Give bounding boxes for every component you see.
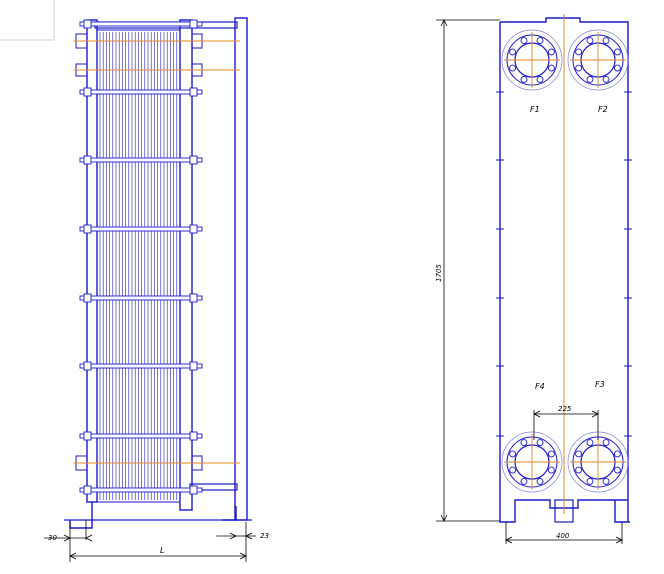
port-label-f1: F1: [530, 105, 540, 114]
lug-mark: [496, 88, 504, 96]
flange-bolt-hole: [575, 450, 583, 458]
lug-mark: [496, 225, 504, 233]
bolt-nut: [83, 431, 92, 441]
flange-bolt-hole: [613, 48, 621, 56]
front-dimensions: [436, 19, 623, 544]
bolt-nut: [83, 19, 92, 29]
side-lugs: [496, 88, 632, 440]
lug-mark: [496, 432, 504, 440]
flange-bolt-hole: [575, 48, 583, 56]
lug-mark: [624, 294, 632, 302]
plate-pack-outline: [96, 29, 181, 503]
bolt-nut: [189, 485, 198, 495]
bolt-nut: [83, 485, 92, 495]
bolt-nut: [83, 224, 92, 234]
lug-mark: [624, 432, 632, 440]
side-view: [64, 17, 252, 529]
dim-port-spacing-label: 225: [558, 405, 572, 413]
flange-bolt-hole: [602, 75, 610, 83]
tie-bolt: [79, 363, 203, 369]
tie-bolt: [79, 21, 203, 27]
side-center-lines: [74, 40, 240, 464]
flange-bolt-hole: [520, 75, 528, 83]
side-dimensions: [44, 520, 256, 562]
flange-outer-circle: [501, 431, 563, 493]
flange-bolt-hole: [520, 439, 528, 447]
port-label-f4: F4: [535, 382, 545, 391]
bolt-nut: [189, 361, 198, 371]
flange-bolt-hole: [613, 450, 621, 458]
bolt-nut: [189, 293, 198, 303]
dim-overall-height-label: 1705: [435, 264, 443, 282]
flange-bolt-hole: [586, 37, 594, 45]
lug-mark: [624, 225, 632, 233]
flange-bolt-hole: [613, 64, 621, 72]
flange-bolt-hole: [536, 75, 544, 83]
flange-bolt-hole: [575, 466, 583, 474]
port-label-f2: F2: [598, 105, 608, 114]
bolt-nut: [83, 361, 92, 371]
flange-bolt-hole: [602, 439, 610, 447]
flange-bolt-hole: [602, 37, 610, 45]
flange-bolt-hole: [536, 37, 544, 45]
bolt-nut: [189, 224, 198, 234]
flange-bolt-hole: [509, 48, 517, 56]
tie-bolt: [79, 433, 203, 439]
dim-foot-left-label: 30: [48, 534, 57, 542]
flange-bolt-hole: [547, 48, 555, 56]
tie-bolt: [79, 226, 203, 232]
bolt-nut: [83, 155, 92, 165]
flange-bolt-hole: [536, 439, 544, 447]
bolt-nut: [189, 431, 198, 441]
lug-mark: [496, 156, 504, 164]
flange-bolt-hole: [520, 477, 528, 485]
lug-mark: [624, 362, 632, 370]
dim-frame-width-label: 400: [556, 532, 570, 540]
bolt-nut: [83, 87, 92, 97]
tie-bolts: [79, 19, 203, 495]
flange-bolt-hole: [509, 64, 517, 72]
flange-bolt-hole: [547, 466, 555, 474]
lug-mark: [496, 362, 504, 370]
tie-bolt: [79, 157, 203, 163]
flange-bolt-hole: [586, 75, 594, 83]
port-label-f3: F3: [595, 380, 605, 389]
flange-bolt-hole: [520, 37, 528, 45]
flange-bolt-hole: [547, 64, 555, 72]
front-view: [496, 14, 632, 523]
plate-pack: [96, 29, 181, 503]
flange-bolt-hole: [547, 450, 555, 458]
flange-bolt-hole: [509, 450, 517, 458]
bolt-nut: [189, 19, 198, 29]
flange-outer-circle: [501, 29, 563, 91]
flange-bolt-hole: [586, 439, 594, 447]
tie-bolt: [79, 487, 203, 493]
flange-bolt-hole: [509, 466, 517, 474]
bolt-nut: [189, 155, 198, 165]
tie-bolt: [79, 295, 203, 301]
flange-bolt-hole: [536, 477, 544, 485]
flange-outer-circle: [567, 29, 629, 91]
bolt-nut: [83, 293, 92, 303]
dim-foot-right-label: 23: [260, 532, 269, 540]
flange-bolt-hole: [613, 466, 621, 474]
lug-mark: [624, 88, 632, 96]
bolt-nut: [189, 87, 198, 97]
lug-mark: [624, 156, 632, 164]
port-flanges: [501, 29, 629, 493]
sheet-corner-mark: [0, 0, 55, 41]
flange-bolt-hole: [602, 477, 610, 485]
flange-bolt-hole: [575, 64, 583, 72]
lug-mark: [496, 294, 504, 302]
tie-bolt: [79, 89, 203, 95]
dim-length-label: L: [160, 546, 164, 555]
frame-plate-outline: [499, 17, 630, 523]
flange-bolt-hole: [586, 477, 594, 485]
